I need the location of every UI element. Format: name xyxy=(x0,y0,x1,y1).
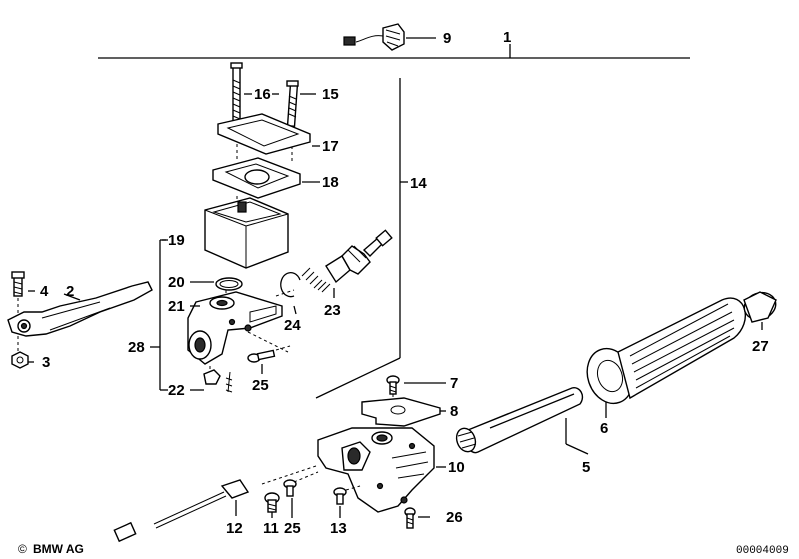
part-11-screw xyxy=(264,492,280,513)
label-13: 13 xyxy=(330,520,347,537)
label-22: 22 xyxy=(168,382,185,399)
part-4-pivot-pin xyxy=(11,271,25,318)
part-13-screw xyxy=(333,485,361,505)
part-15-screw xyxy=(286,80,316,162)
label-7: 7 xyxy=(450,375,458,392)
label-25-upper: 25 xyxy=(252,377,269,394)
label-1: 1 xyxy=(503,29,511,46)
part-2-brake-lever xyxy=(7,281,153,352)
label-9: 9 xyxy=(443,30,451,47)
label-12: 12 xyxy=(226,520,243,537)
label-19: 19 xyxy=(168,232,185,249)
brand-label: BMW AG xyxy=(33,542,84,556)
label-26: 26 xyxy=(446,509,463,526)
label-4: 4 xyxy=(40,283,49,300)
label-15: 15 xyxy=(322,86,339,103)
part-14-bracket xyxy=(315,78,408,399)
label-25-lower: 25 xyxy=(284,520,301,537)
copyright-symbol: © xyxy=(18,542,27,556)
part-12-throttle-cable xyxy=(113,465,317,543)
part-19-reservoir xyxy=(204,197,289,269)
label-18: 18 xyxy=(322,174,339,191)
part-25-screw-upper xyxy=(247,345,291,363)
part-8-clamp xyxy=(361,397,441,427)
part-3-nut xyxy=(11,351,29,369)
label-8: 8 xyxy=(450,403,458,420)
part-9-switch xyxy=(343,23,436,51)
part-20-oring xyxy=(215,277,243,291)
part-17-cover xyxy=(217,113,320,155)
part-23-piston-kit xyxy=(301,229,393,293)
part-22-bleed-screw xyxy=(203,366,233,393)
label-14: 14 xyxy=(410,175,427,192)
label-23: 23 xyxy=(324,302,341,319)
part-28-bracket xyxy=(150,239,168,391)
part-5-throttle-tube xyxy=(455,387,584,454)
label-24: 24 xyxy=(284,317,301,334)
label-17: 17 xyxy=(322,138,339,155)
part-25-screw-lower xyxy=(283,471,319,497)
part-6-grip xyxy=(586,297,747,405)
label-16: 16 xyxy=(254,86,271,103)
part-24-circlip xyxy=(280,271,301,298)
part-10-throttle-housing xyxy=(317,427,446,513)
part-27-bushing xyxy=(743,291,777,323)
part-21-master-cylinder xyxy=(187,291,283,365)
label-10: 10 xyxy=(448,459,465,476)
label-6: 6 xyxy=(600,420,608,437)
label-28: 28 xyxy=(128,339,145,356)
label-20: 20 xyxy=(168,274,185,291)
doc-number: 00004009 xyxy=(736,545,789,557)
label-2: 2 xyxy=(66,283,74,300)
label-21: 21 xyxy=(168,298,185,315)
assembly-line xyxy=(98,44,690,59)
label-11: 11 xyxy=(263,520,279,537)
part-26-screw xyxy=(404,507,430,529)
part-18-diaphragm xyxy=(212,157,320,210)
label-27: 27 xyxy=(752,338,769,355)
label-5: 5 xyxy=(582,459,590,476)
label-3: 3 xyxy=(42,354,50,371)
